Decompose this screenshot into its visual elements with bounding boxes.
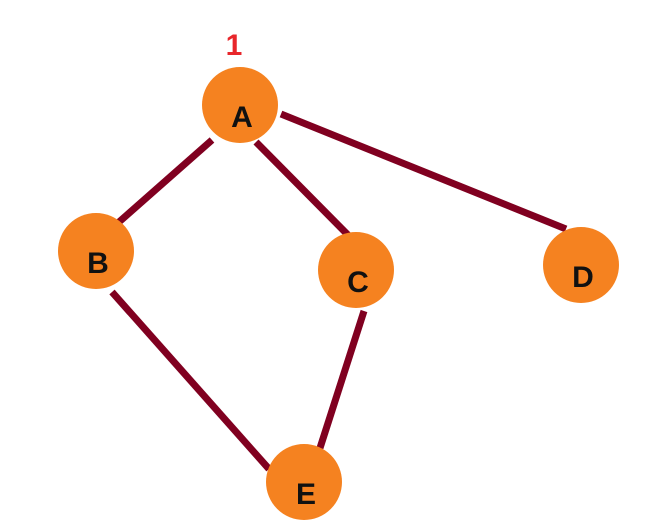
edge-b-e: [109, 289, 272, 472]
node-d: D: [543, 227, 619, 303]
node-e-circle: [266, 444, 342, 520]
node-e: E: [266, 444, 342, 520]
node-c-circle: [318, 232, 394, 308]
node-b: B: [58, 213, 134, 289]
node-b-circle: [58, 213, 134, 289]
node-c: C: [318, 232, 394, 308]
edge-a-d: [279, 110, 568, 233]
node-e-label: E: [296, 478, 316, 511]
edge-a-b: [116, 137, 215, 225]
node-b-label: B: [87, 247, 109, 280]
node-a-circle: [202, 67, 278, 143]
edge-a-c: [253, 139, 352, 239]
node-d-label: D: [572, 261, 594, 294]
edge-c-e: [316, 309, 368, 450]
nodes-layer: A B C D E: [58, 67, 619, 520]
node-a: A: [202, 67, 278, 143]
step-marker-label: 1: [226, 29, 243, 62]
edges-layer: [109, 110, 568, 472]
node-a-label: A: [231, 101, 253, 134]
node-c-label: C: [347, 266, 369, 299]
node-d-circle: [543, 227, 619, 303]
